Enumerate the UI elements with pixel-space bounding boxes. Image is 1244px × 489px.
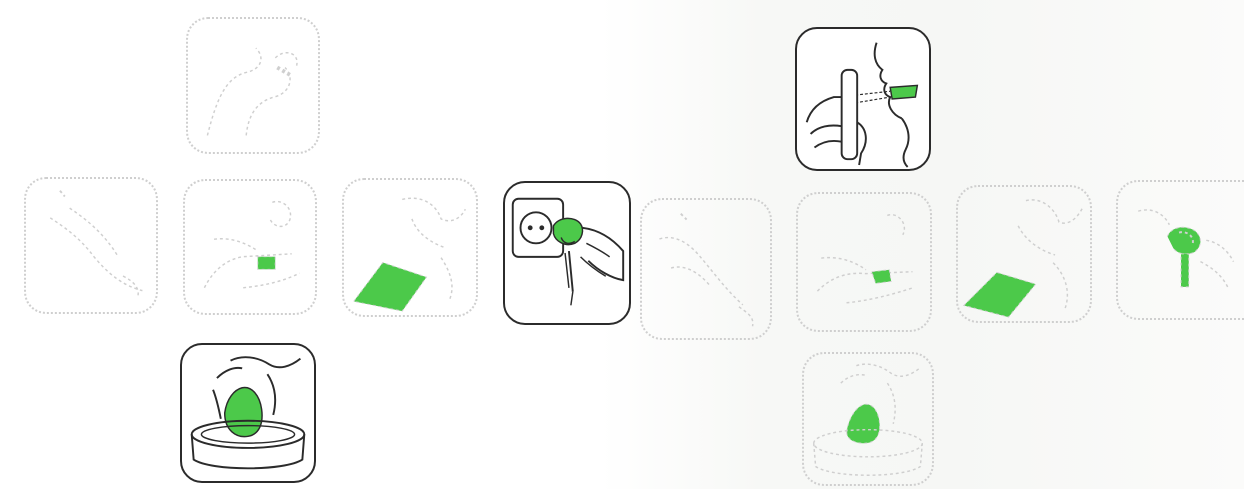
- step-tile-right-1: [640, 198, 772, 340]
- step-tile-left-4: [503, 181, 631, 325]
- step-tile-right-3: [956, 185, 1092, 323]
- pad-icon: [958, 187, 1090, 321]
- dip-in-dish-icon: [182, 345, 314, 481]
- step-tile-right-2: [796, 192, 932, 332]
- step-tile-left-3: [342, 178, 478, 317]
- step-tile-right-bottom: [802, 352, 934, 486]
- hand-clip-icon: [798, 194, 930, 330]
- plug-icon: [1118, 182, 1244, 318]
- unplug-socket-icon: [505, 183, 629, 323]
- hand-pointer-icon: [26, 179, 156, 312]
- step-tile-right-4: [1116, 180, 1244, 320]
- nose-inhaler-icon: [797, 29, 929, 169]
- nose-hand-icon: [188, 19, 318, 152]
- step-tile-left-top: [186, 17, 320, 154]
- pad-icon: [344, 180, 476, 315]
- step-tile-right-top: [795, 27, 931, 171]
- hand-clip-icon: [185, 181, 315, 313]
- step-tile-left-1: [24, 177, 158, 314]
- hand-pointer-icon: [642, 200, 770, 338]
- dip-in-dish-icon: [804, 354, 932, 484]
- step-tile-left-2: [183, 179, 317, 315]
- step-tile-left-bottom: [180, 343, 316, 483]
